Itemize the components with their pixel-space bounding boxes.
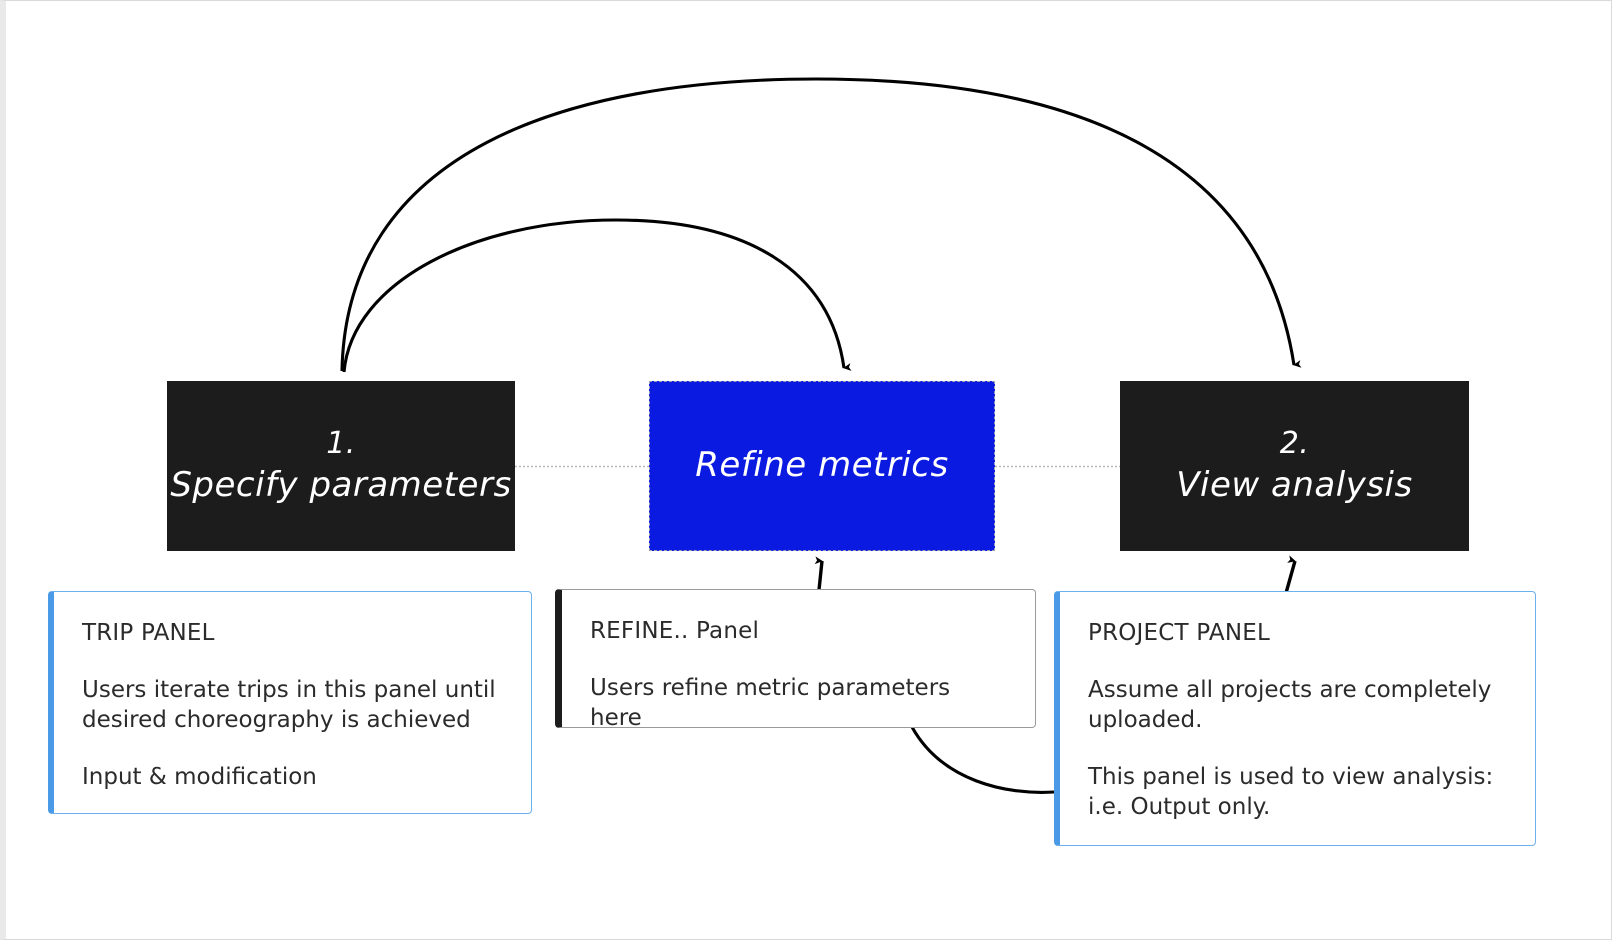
card-paragraph: Users iterate trips in this panel until … (82, 676, 496, 734)
card-paragraph: Assume all projects are completely uploa… (1088, 676, 1492, 734)
card-header: REFINE.. Panel (590, 618, 760, 644)
card-paragraph: Users refine metric parameters here (590, 674, 951, 732)
card-header: TRIP PANEL (82, 620, 215, 646)
arrow-project-card-to-stage (1284, 555, 1297, 594)
arrow-refine-card-to-stage (814, 556, 824, 591)
stage-title: View analysis (1176, 464, 1413, 505)
card-header: PROJECT PANEL (1088, 620, 1270, 646)
annotation-card-project-panel[interactable]: PROJECT PANEL Assume all projects are co… (1054, 591, 1536, 846)
stage-box-refine-metrics[interactable]: Refine metrics (649, 381, 995, 551)
card-paragraph: This panel is used to view analysis: i.e… (1088, 763, 1494, 821)
annotation-card-refine-panel[interactable]: REFINE.. Panel Users refine metric param… (555, 589, 1036, 731)
curve-refine-card-to-project-card (910, 726, 1055, 794)
stage-title: Specify parameters (170, 464, 512, 505)
stage-title: Refine metrics (695, 445, 949, 486)
stage-box-specify-parameters[interactable]: 1. Specify parameters (167, 381, 515, 551)
curved-arrow-refine-to-specify (342, 218, 852, 373)
stage-number: 2. (1279, 426, 1310, 462)
stage-box-view-analysis[interactable]: 2. View analysis (1120, 381, 1469, 551)
curved-arrow-view-to-specify (340, 77, 1302, 372)
annotation-card-trip-panel[interactable]: TRIP PANEL Users iterate trips in this p… (48, 591, 532, 814)
card-paragraph: Input & modification (82, 763, 317, 790)
stage-number: 1. (326, 426, 356, 462)
